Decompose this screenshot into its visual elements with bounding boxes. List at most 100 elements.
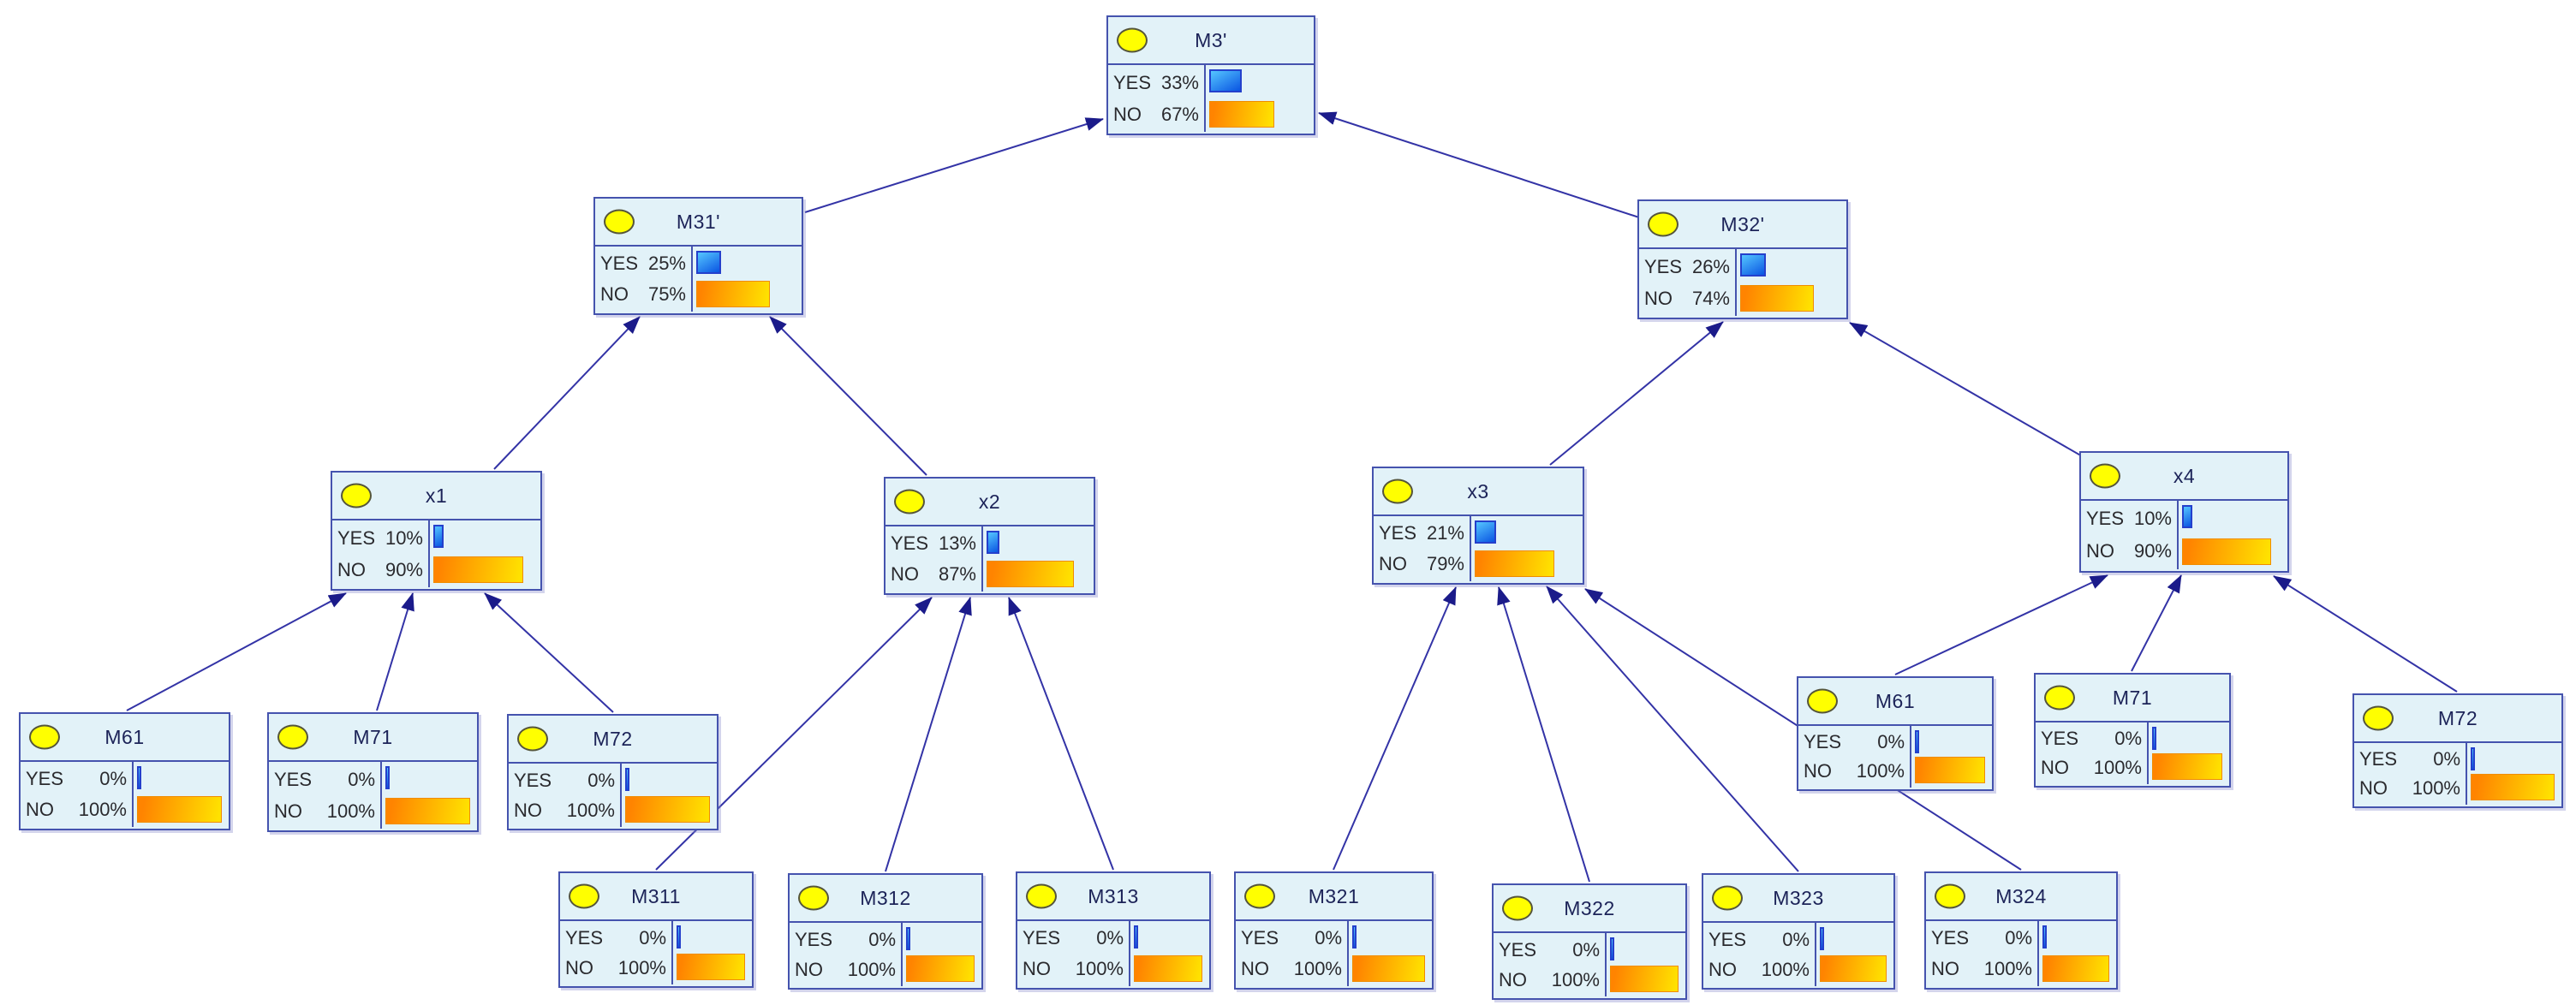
yes-bar bbox=[1134, 925, 1138, 949]
no-bar bbox=[677, 954, 745, 980]
yes-percent: 0% bbox=[1096, 927, 1124, 949]
no-bar bbox=[2471, 774, 2555, 800]
no-row: NO 100% bbox=[1241, 958, 1342, 980]
yes-row: YES 0% bbox=[1499, 939, 1600, 961]
no-row: NO 100% bbox=[795, 959, 896, 981]
no-bar bbox=[1740, 285, 1814, 312]
edge-M72R-x4 bbox=[2273, 575, 2458, 693]
state-labels: YES 25% NO 75% bbox=[595, 247, 693, 312]
yes-label: YES bbox=[1023, 927, 1061, 949]
no-bar bbox=[1610, 966, 1679, 992]
state-ellipse-icon bbox=[1382, 479, 1413, 504]
node-x3[interactable]: x3 YES 21% NO 79% bbox=[1372, 467, 1584, 585]
node-M321[interactable]: M321 YES 0% NO 100% bbox=[1234, 871, 1434, 990]
state-labels: YES 0% NO 100% bbox=[2036, 723, 2149, 784]
no-row: NO 90% bbox=[2086, 540, 2172, 562]
node-M72L[interactable]: M72 YES 0% NO 100% bbox=[507, 714, 719, 830]
no-label: NO bbox=[337, 558, 366, 580]
yes-bar bbox=[1209, 69, 1242, 92]
no-label: NO bbox=[1644, 287, 1673, 309]
yes-label: YES bbox=[891, 532, 929, 554]
state-labels: YES 0% NO 100% bbox=[2354, 743, 2467, 805]
yes-row: YES 21% bbox=[1379, 522, 1464, 544]
no-row: NO 100% bbox=[1708, 959, 1810, 981]
no-percent: 100% bbox=[1983, 958, 2032, 979]
node-M61L[interactable]: M61 YES 0% NO 100% bbox=[19, 712, 230, 830]
state-ellipse-icon bbox=[277, 724, 308, 750]
node-body: YES 0% NO 100% bbox=[1798, 726, 1992, 788]
node-x2[interactable]: x2 YES 13% NO 87% bbox=[884, 477, 1095, 595]
no-percent: 90% bbox=[385, 558, 423, 580]
node-title: M61 bbox=[1875, 689, 1916, 712]
node-M72R[interactable]: M72 YES 0% NO 100% bbox=[2352, 693, 2563, 808]
node-M71R[interactable]: M71 YES 0% NO 100% bbox=[2034, 673, 2231, 788]
state-ellipse-icon bbox=[798, 885, 829, 911]
node-header: x3 bbox=[1374, 468, 1583, 516]
node-M32p[interactable]: M32' YES 26% NO 74% bbox=[1637, 199, 1848, 319]
no-row: NO 74% bbox=[1644, 288, 1730, 310]
yes-row: YES 0% bbox=[1931, 927, 2032, 949]
state-ellipse-icon bbox=[1935, 883, 1965, 909]
edge-x2-M31p bbox=[769, 316, 927, 476]
probability-bars bbox=[1471, 516, 1583, 581]
state-labels: YES 0% NO 100% bbox=[1017, 921, 1130, 986]
node-x1[interactable]: x1 YES 10% NO 90% bbox=[331, 471, 542, 591]
edge-M61L-x1 bbox=[126, 592, 347, 711]
state-ellipse-icon bbox=[894, 489, 925, 514]
node-M71L[interactable]: M71 YES 0% NO 100% bbox=[267, 712, 479, 832]
yes-bar bbox=[1610, 937, 1614, 960]
node-title: x2 bbox=[978, 490, 1001, 513]
node-M312[interactable]: M312 YES 0% NO 100% bbox=[788, 873, 983, 990]
no-label: NO bbox=[1113, 103, 1142, 125]
node-x4[interactable]: x4 YES 10% NO 90% bbox=[2079, 451, 2289, 573]
state-labels: YES 0% NO 100% bbox=[1798, 726, 1911, 788]
state-labels: YES 0% NO 100% bbox=[269, 762, 382, 829]
node-body: YES 21% NO 79% bbox=[1374, 516, 1583, 581]
state-ellipse-icon bbox=[569, 883, 599, 909]
state-ellipse-icon bbox=[341, 483, 372, 508]
state-labels: YES 0% NO 100% bbox=[1494, 933, 1607, 996]
node-title: M32' bbox=[1720, 212, 1765, 235]
yes-row: YES 0% bbox=[26, 768, 127, 790]
yes-percent: 26% bbox=[1691, 255, 1730, 277]
node-M324[interactable]: M324 YES 0% NO 100% bbox=[1924, 871, 2118, 990]
no-label: NO bbox=[2086, 540, 2114, 562]
state-ellipse-icon bbox=[517, 726, 548, 752]
no-row: NO 100% bbox=[274, 800, 375, 823]
state-ellipse-icon bbox=[29, 724, 60, 750]
yes-bar bbox=[1915, 730, 1919, 753]
probability-bars bbox=[673, 921, 752, 984]
yes-label: YES bbox=[1241, 927, 1279, 949]
no-percent: 100% bbox=[78, 799, 127, 820]
node-title: M61 bbox=[104, 725, 145, 748]
yes-label: YES bbox=[1708, 928, 1747, 950]
probability-bars bbox=[983, 526, 1094, 592]
yes-bar bbox=[2471, 747, 2475, 770]
state-labels: YES 0% NO 100% bbox=[21, 762, 134, 827]
node-title: M311 bbox=[631, 884, 681, 907]
node-M31p[interactable]: M31' YES 25% NO 75% bbox=[593, 197, 803, 315]
no-bar bbox=[1134, 955, 1202, 982]
node-body: YES 0% NO 100% bbox=[1236, 921, 1432, 986]
node-M313[interactable]: M313 YES 0% NO 100% bbox=[1016, 871, 1211, 990]
node-title: M71 bbox=[353, 725, 393, 748]
no-label: NO bbox=[1804, 760, 1832, 782]
node-M3p[interactable]: M3' YES 33% NO 67% bbox=[1106, 15, 1315, 135]
yes-bar bbox=[433, 525, 444, 548]
yes-row: YES 10% bbox=[337, 527, 423, 550]
state-labels: YES 10% NO 90% bbox=[332, 520, 430, 587]
node-body: YES 0% NO 100% bbox=[790, 923, 981, 986]
node-M323[interactable]: M323 YES 0% NO 100% bbox=[1702, 873, 1895, 990]
probability-bars bbox=[2179, 501, 2287, 569]
no-percent: 79% bbox=[1426, 553, 1464, 574]
probability-bars bbox=[1349, 921, 1432, 986]
no-bar bbox=[906, 955, 975, 982]
node-M322[interactable]: M322 YES 0% NO 100% bbox=[1492, 883, 1687, 1000]
yes-percent: 10% bbox=[385, 526, 423, 549]
node-M61R[interactable]: M61 YES 0% NO 100% bbox=[1797, 676, 1994, 791]
no-label: NO bbox=[2041, 757, 2069, 778]
node-M311[interactable]: M311 YES 0% NO 100% bbox=[558, 871, 754, 988]
yes-bar bbox=[677, 925, 681, 949]
yes-row: YES 25% bbox=[600, 253, 686, 275]
